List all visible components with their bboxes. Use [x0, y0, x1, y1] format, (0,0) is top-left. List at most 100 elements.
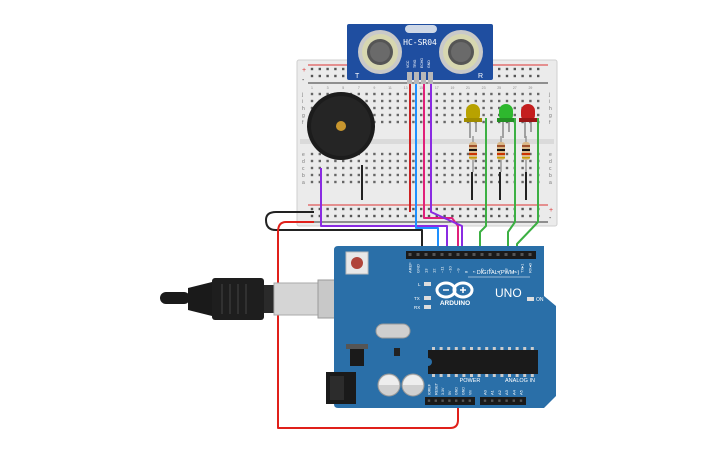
resistor-1[interactable]	[469, 136, 477, 172]
digital-pin-label: 12	[432, 268, 437, 273]
digital-pin-label: ~11	[440, 266, 445, 273]
l-led	[424, 282, 431, 286]
wire-buzzer	[320, 168, 448, 252]
ultrasonic-sensor[interactable]: HC-SR04 T R VCC TRIG ECHO GND	[347, 24, 493, 84]
crystal-oscillator	[375, 323, 411, 339]
yellow-led[interactable]	[464, 104, 482, 122]
digital-pin-label: ~3	[504, 268, 509, 273]
rx-led-label: RX	[414, 305, 420, 310]
row-letter: f	[549, 120, 551, 126]
rail-minus-label: -	[302, 77, 305, 84]
header-socket	[432, 253, 436, 256]
column-number: 29	[528, 86, 532, 90]
green-led[interactable]	[497, 104, 515, 122]
sensor-pins	[407, 72, 433, 84]
rx-led	[424, 305, 431, 309]
power-jack[interactable]	[326, 372, 356, 404]
power-label: POWER	[460, 378, 481, 384]
wire-sensor-trig	[415, 84, 439, 252]
column-number: 27	[513, 86, 517, 90]
red-led[interactable]	[519, 104, 537, 122]
wire-led-yellow	[479, 118, 487, 252]
digital-pin-label: AREF	[408, 262, 413, 273]
analog-pin-label: A4	[511, 389, 516, 395]
piezo-buzzer[interactable]	[307, 92, 375, 160]
on-led	[527, 297, 534, 301]
sensor-r-mark: R	[478, 73, 483, 80]
header-socket	[408, 253, 412, 256]
wire-sensor-echo	[423, 84, 459, 252]
wire-sensor-gnd	[430, 84, 463, 252]
header-socket	[441, 399, 444, 402]
column-number: 7	[358, 86, 360, 90]
digital-pin-label: 4	[496, 270, 501, 273]
digital-header[interactable]	[406, 251, 536, 259]
arduino-brand: ARDUINO	[440, 300, 470, 307]
digital-pin-label: ~6	[480, 268, 485, 273]
digital-pin-label: RX◂0	[528, 262, 533, 273]
analog-header[interactable]	[480, 397, 526, 405]
column-number: 21	[466, 86, 470, 90]
row-letter: i	[549, 99, 550, 105]
sensor-pin-labels: VCC TRIG ECHO GND	[406, 58, 431, 68]
digital-label: DIGITAL (PWM~)	[477, 270, 520, 276]
header-socket	[440, 253, 444, 256]
rail-plus-label-bottom: +	[549, 207, 553, 214]
row-letter: h	[302, 106, 305, 112]
header-socket	[424, 253, 428, 256]
header-socket	[498, 399, 501, 402]
rail-plus-label: +	[302, 67, 306, 74]
header-socket	[519, 399, 523, 402]
column-number: 11	[388, 86, 392, 90]
header-socket	[434, 399, 437, 402]
row-letter: e	[549, 152, 552, 158]
l-led-label: L	[418, 282, 421, 287]
wire-power	[277, 221, 459, 429]
header-socket	[488, 253, 492, 256]
column-number: 13	[404, 86, 408, 90]
header-socket	[512, 399, 515, 402]
digital-pin-label: GND	[416, 264, 421, 273]
header-socket	[448, 253, 452, 256]
tx-led	[424, 296, 431, 300]
on-label: ON	[536, 297, 544, 303]
header-socket	[528, 253, 532, 256]
header-socket	[483, 399, 487, 402]
row-letter: h	[549, 106, 552, 112]
led-legs	[469, 122, 532, 138]
digital-pin-label: 7	[472, 270, 477, 273]
column-number: 19	[450, 86, 454, 90]
power-pin-label: IOREF	[428, 383, 432, 395]
wire-led-green	[507, 118, 516, 252]
transmitter-transducer	[358, 30, 402, 74]
resistor-2[interactable]	[497, 136, 505, 172]
svg-text:VCC: VCC	[406, 60, 410, 68]
capacitor-2	[401, 373, 425, 397]
header-socket	[416, 253, 420, 256]
atmega-chip	[428, 347, 538, 377]
power-pin-label: 3.3V	[441, 387, 445, 395]
power-pin-label: GND	[462, 387, 466, 395]
column-number: 9	[373, 86, 375, 90]
power-pin-label: RESET	[434, 382, 438, 395]
reset-button[interactable]	[345, 251, 369, 275]
analog-pin-label: A1	[490, 389, 495, 395]
row-letter: e	[302, 152, 305, 158]
column-number: 1	[311, 86, 313, 90]
header-socket	[464, 253, 468, 256]
column-number: 15	[419, 86, 423, 90]
row-letter: i	[302, 99, 303, 105]
digital-pin-label: 8	[464, 270, 469, 273]
row-letter: j	[301, 92, 303, 98]
column-number: 23	[482, 86, 486, 90]
column-number: 17	[435, 86, 439, 90]
svg-text:ECHO: ECHO	[420, 58, 424, 68]
row-letter: g	[302, 113, 305, 119]
analog-pin-label: A0	[483, 389, 488, 395]
ground-links	[361, 165, 527, 200]
resistor-3[interactable]	[522, 136, 530, 172]
